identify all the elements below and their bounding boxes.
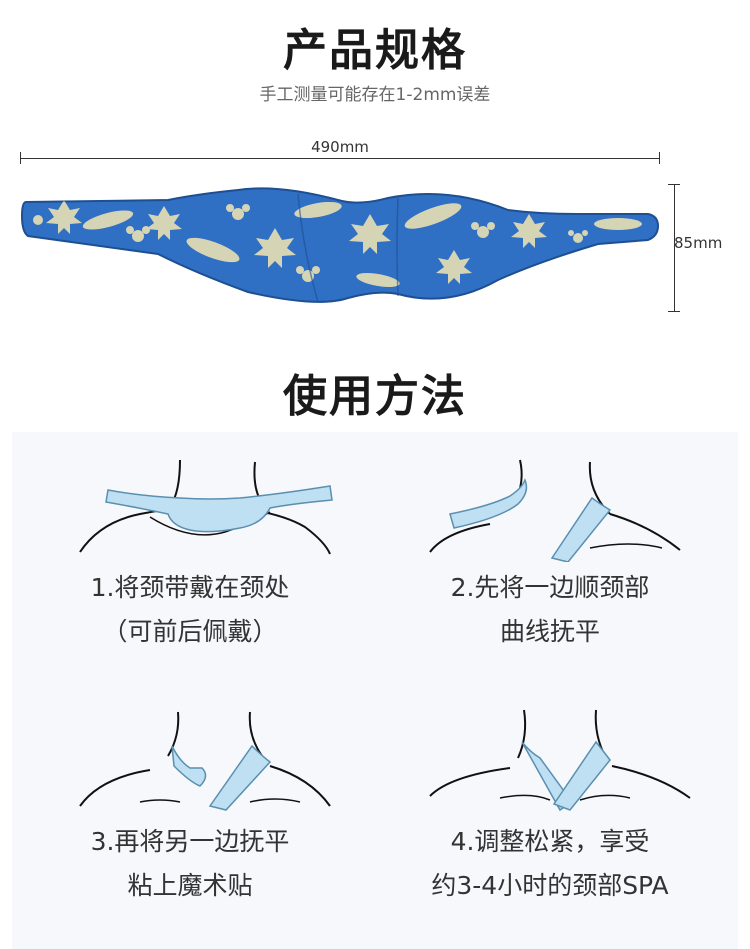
step-4-line2: 约3-4小时的颈部SPA: [431, 871, 669, 900]
step-1-illustration: [79, 459, 333, 555]
spec-subtitle: 手工测量可能存在1-2mm误差: [259, 85, 491, 105]
width-label: 490mm: [311, 138, 369, 156]
height-label: 85mm: [674, 234, 723, 252]
usage-title: 使用方法: [283, 371, 467, 422]
step-1-line2: （可前后佩戴）: [102, 617, 278, 646]
height-dimension: 85mm: [668, 184, 748, 312]
maple-leaf-icon: [46, 200, 547, 284]
step-1-line1: 1.将颈带戴在颈处: [90, 573, 290, 602]
step-3-caption: 3.再将另一边抚平 粘上魔术贴: [20, 820, 360, 908]
spec-title: 产品规格: [283, 25, 467, 76]
usage-step-3: 3.再将另一边抚平 粘上魔术贴: [20, 706, 360, 908]
flower-icon: [33, 204, 588, 282]
step-1-caption: 1.将颈带戴在颈处 （可前后佩戴）: [20, 566, 360, 654]
step-2-line2: 曲线抚平: [499, 617, 600, 646]
step-4-illustration: [429, 709, 691, 812]
leaf-icon: [82, 201, 642, 288]
usage-step-1: 1.将颈带戴在颈处 （可前后佩戴）: [20, 452, 360, 654]
usage-panel: [12, 432, 738, 949]
step-2-line1: 2.先将一边顺颈部: [450, 573, 650, 602]
fabric-pattern: [33, 200, 642, 288]
step-2-caption: 2.先将一边顺颈部 曲线抚平: [380, 566, 720, 654]
neck-band-product-image: [18, 180, 663, 320]
step-4-line1: 4.调整松紧，享受: [450, 827, 650, 856]
width-dimension: 490mm: [20, 138, 660, 164]
step-3-line1: 3.再将另一边抚平: [90, 827, 290, 856]
step-3-line2: 粘上魔术贴: [127, 871, 253, 900]
step-2-illustration: [429, 459, 681, 562]
step-4-caption: 4.调整松紧，享受 约3-4小时的颈部SPA: [380, 820, 720, 908]
step-3-illustration: [79, 711, 331, 811]
usage-step-4: 4.调整松紧，享受 约3-4小时的颈部SPA: [380, 706, 720, 908]
usage-step-2: 2.先将一边顺颈部 曲线抚平: [380, 452, 720, 654]
